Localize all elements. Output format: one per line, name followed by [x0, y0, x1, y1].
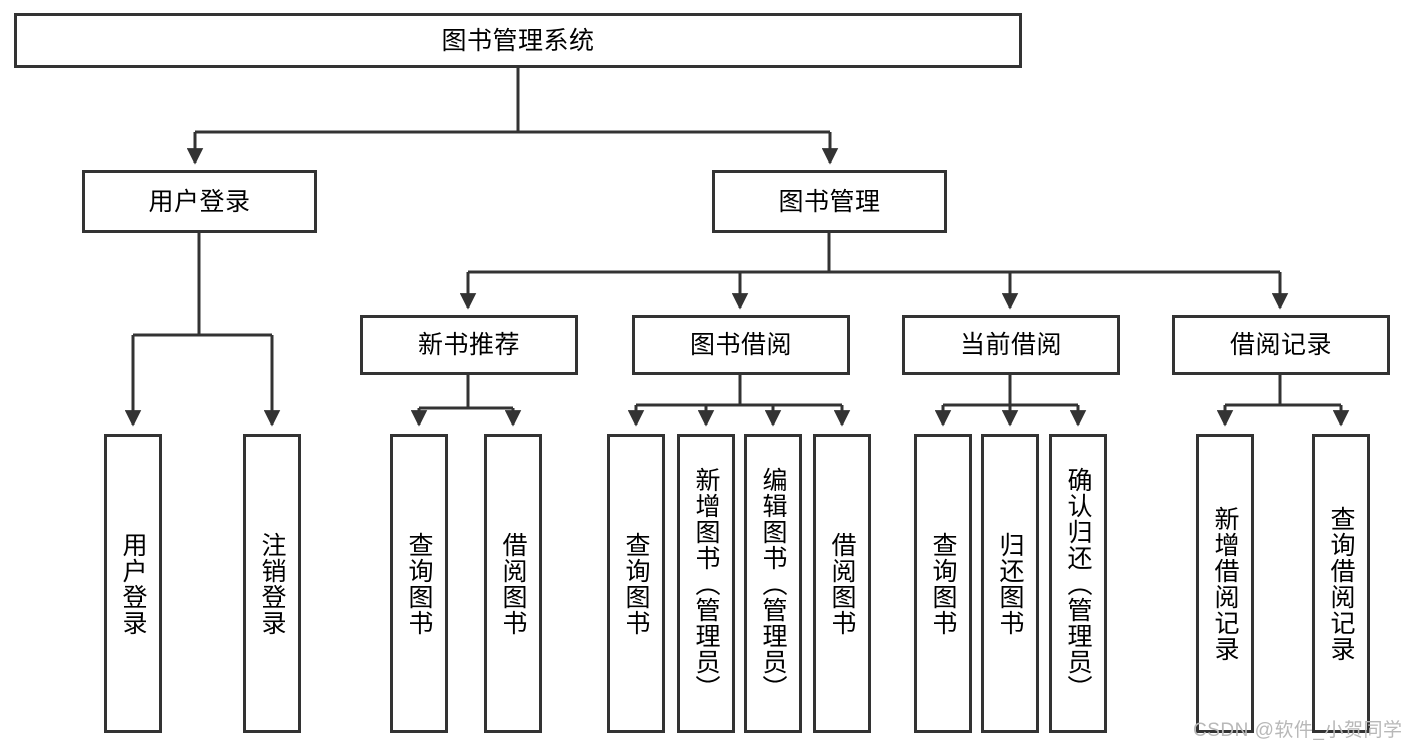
node-book-management[interactable]: 图书管理 — [712, 170, 947, 233]
leaf-current-confirm-return-admin[interactable]: 确认归还（管理员） — [1049, 434, 1107, 733]
leaf-label: 新增借阅记录 — [1211, 505, 1239, 662]
leaf-borrow-query[interactable]: 查询图书 — [607, 434, 665, 733]
node-borrow-records[interactable]: 借阅记录 — [1172, 315, 1390, 375]
leaf-label: 查询图书 — [929, 531, 957, 636]
leaf-label: 编辑图书（管理员） — [759, 466, 787, 701]
leaf-new-book-borrow[interactable]: 借阅图书 — [484, 434, 542, 733]
leaf-label: 借阅图书 — [499, 531, 527, 636]
leaf-label: 注销登录 — [258, 531, 286, 636]
node-root[interactable]: 图书管理系统 — [14, 13, 1022, 68]
leaf-current-query[interactable]: 查询图书 — [914, 434, 972, 733]
leaf-label: 借阅图书 — [828, 531, 856, 636]
watermark-text: CSDN @软件_小贺同学 — [1193, 720, 1403, 741]
leaf-label: 查询借阅记录 — [1327, 505, 1355, 662]
node-user-login[interactable]: 用户登录 — [82, 170, 317, 233]
leaf-new-book-query[interactable]: 查询图书 — [390, 434, 448, 733]
leaf-label: 新增图书（管理员） — [692, 466, 720, 701]
leaf-current-return-book[interactable]: 归还图书 — [981, 434, 1039, 733]
leaf-label: 查询图书 — [405, 531, 433, 636]
leaf-records-add[interactable]: 新增借阅记录 — [1196, 434, 1254, 733]
leaf-label: 确认归还（管理员） — [1064, 466, 1092, 701]
node-current-borrow[interactable]: 当前借阅 — [902, 315, 1120, 375]
leaf-records-query[interactable]: 查询借阅记录 — [1312, 434, 1370, 733]
leaf-borrow-borrow-book[interactable]: 借阅图书 — [813, 434, 871, 733]
leaf-label: 用户登录 — [119, 531, 147, 636]
node-new-book-recommend[interactable]: 新书推荐 — [360, 315, 578, 375]
leaf-label: 归还图书 — [996, 531, 1024, 636]
leaf-label: 查询图书 — [622, 531, 650, 636]
leaf-borrow-edit-book-admin[interactable]: 编辑图书（管理员） — [744, 434, 802, 733]
leaf-user-login-signout[interactable]: 注销登录 — [243, 434, 301, 733]
node-book-borrow[interactable]: 图书借阅 — [632, 315, 850, 375]
leaf-user-login-signin[interactable]: 用户登录 — [104, 434, 162, 733]
leaf-borrow-add-book-admin[interactable]: 新增图书（管理员） — [677, 434, 735, 733]
